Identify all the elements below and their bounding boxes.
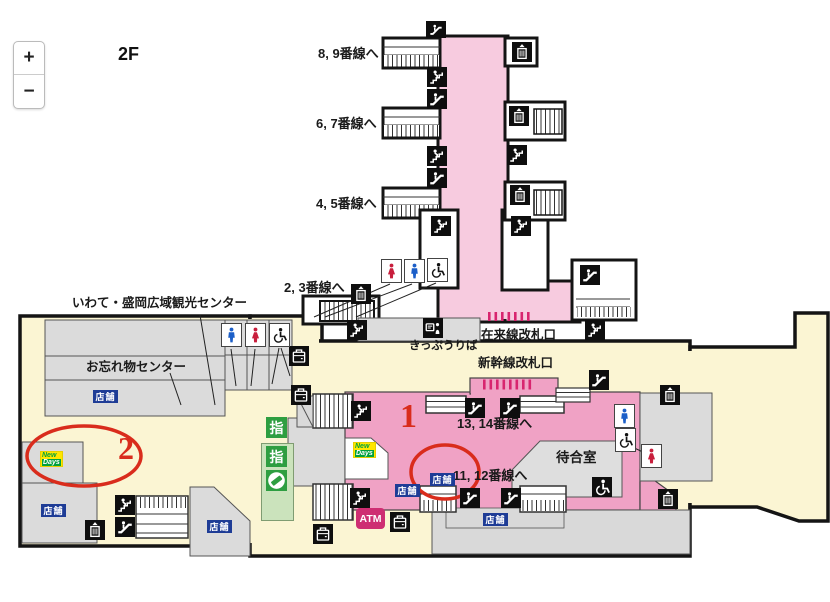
platform-67-label: 6, 7番線へ <box>316 116 377 131</box>
escalator-icon <box>460 488 480 508</box>
coin-locker-icon <box>313 524 333 544</box>
shop-room-west <box>44 379 226 417</box>
platform-45-label: 4, 5番線へ <box>316 196 377 211</box>
stairs-icon <box>351 401 371 421</box>
platform-1112-label: 11, 12番線へ <box>453 468 528 483</box>
toilet-man-icon <box>404 259 425 283</box>
coin-locker-icon <box>289 346 309 366</box>
shop-badge: 店舗 <box>207 520 232 533</box>
zoom-in-button[interactable]: + <box>14 42 44 75</box>
reserved-seat-sign: 指 <box>266 446 287 467</box>
zoom-out-button[interactable]: − <box>23 80 35 102</box>
shop-badge-circled: 店舗 <box>430 473 455 486</box>
toilet-man-icon <box>614 404 635 428</box>
lost-found-label: お忘れ物センター <box>86 360 187 374</box>
ticket-office-strip <box>357 317 481 342</box>
stairs-icon <box>585 320 605 340</box>
shop-badge: 店舗 <box>41 504 66 517</box>
escalator-icon <box>465 398 485 418</box>
stairs-icon <box>431 216 451 236</box>
stairs-icon <box>115 495 135 515</box>
platform-89-label: 8, 9番線へ <box>318 46 379 61</box>
shop-badge: 店舗 <box>93 390 118 403</box>
escalator-icon <box>426 21 446 38</box>
coin-locker-icon <box>390 512 410 532</box>
waiting-room-label: 待合室 <box>556 450 597 465</box>
elevator-icon <box>510 185 530 205</box>
toilet-man-icon <box>221 323 242 347</box>
map-zoom-control: + − <box>13 41 45 109</box>
escalator-icon <box>501 488 521 508</box>
toilet-woman-icon <box>381 259 402 283</box>
east-corridor <box>688 311 830 523</box>
newdays-logo: New Days <box>40 451 63 467</box>
hall-stairs <box>135 393 354 539</box>
escalator-icon <box>427 89 447 109</box>
tourist-center-room <box>44 319 226 357</box>
red-marker-2: 2 <box>118 430 134 466</box>
elevator-icon <box>85 520 105 540</box>
newdays-logo: New Days <box>353 442 376 458</box>
shinkansen-gates-label: 新幹線改札口 <box>478 356 554 370</box>
elevator-icon <box>509 106 529 126</box>
pointer-lines-west <box>169 314 291 406</box>
ticket-office-icon <box>423 318 443 338</box>
red-circle-annotation-2 <box>25 424 143 488</box>
stairs-icon <box>511 216 531 236</box>
platform-23-label: 2, 3番線へ <box>284 280 345 295</box>
reserved-seat-sign: 指 <box>266 417 287 438</box>
floor-label: 2F <box>118 44 140 64</box>
stairs-icon <box>507 145 527 165</box>
local-gates-label: 在来線改札口 <box>481 328 557 342</box>
wheelchair-icon <box>269 323 290 347</box>
elevator-icon <box>351 284 371 304</box>
elevator-icon <box>660 385 680 405</box>
escalator-icon <box>427 168 447 188</box>
escalator-icon <box>500 398 520 418</box>
shop-badge: 店舗 <box>483 513 508 526</box>
toilet-woman-icon <box>641 444 662 468</box>
shop-badge: 店舗 <box>395 484 420 497</box>
escalator-icon <box>115 517 135 537</box>
wheelchair-icon <box>615 428 636 452</box>
shinkansen-gates <box>483 379 532 390</box>
accessible-toilet-icon <box>592 477 612 497</box>
stairs-icon <box>347 320 367 340</box>
local-line-gates <box>488 312 530 321</box>
red-marker-1: 1 <box>400 398 417 435</box>
elevator-icon <box>512 42 532 62</box>
escalator-icon <box>589 370 609 390</box>
stairs-icon <box>427 67 447 87</box>
stairs-icon <box>427 146 447 166</box>
platform-1314-label: 13, 14番線へ <box>457 416 533 431</box>
stairs-icon <box>350 488 370 508</box>
wheelchair-icon <box>427 258 448 282</box>
atm-badge: ATM <box>356 508 385 529</box>
platform-stairs-west <box>381 36 442 220</box>
elevator-icon <box>658 489 678 509</box>
coin-locker-icon <box>291 385 311 405</box>
ticket-office-label: きっぷうりば <box>409 340 478 352</box>
tourist-center-label: いわて・盛岡広域観光センター <box>72 296 248 310</box>
reserved-ticket-machine-icon <box>266 470 287 491</box>
escalator-icon <box>580 265 600 285</box>
toilet-woman-icon <box>245 323 266 347</box>
red-circle-annotation-1 <box>409 443 481 501</box>
